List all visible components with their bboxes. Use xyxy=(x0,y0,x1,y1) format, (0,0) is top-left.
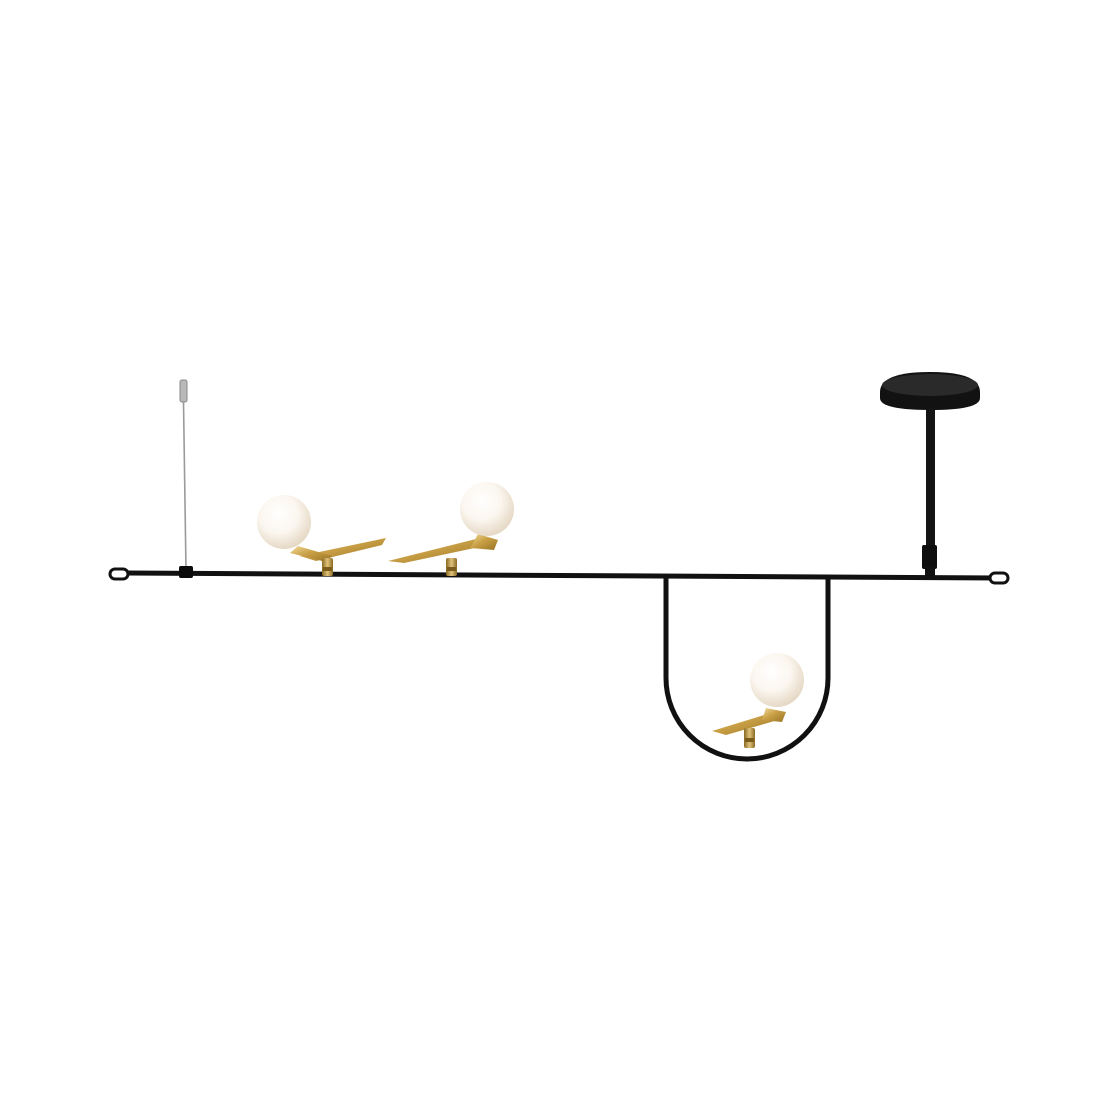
ceiling-canopy xyxy=(880,372,980,410)
u-loop-frame xyxy=(663,578,831,762)
glass-globe-1 xyxy=(257,495,311,549)
suspension-cable xyxy=(179,379,188,571)
brass-arm-lamp-3 xyxy=(712,708,786,748)
main-bar xyxy=(108,566,1010,585)
glass-globe-3 xyxy=(750,653,804,707)
ceiling-stem xyxy=(922,408,937,580)
brass-arm-lamp-2 xyxy=(388,534,498,576)
glass-globe-2 xyxy=(460,482,514,536)
brass-arm-lamp-1 xyxy=(290,538,386,576)
